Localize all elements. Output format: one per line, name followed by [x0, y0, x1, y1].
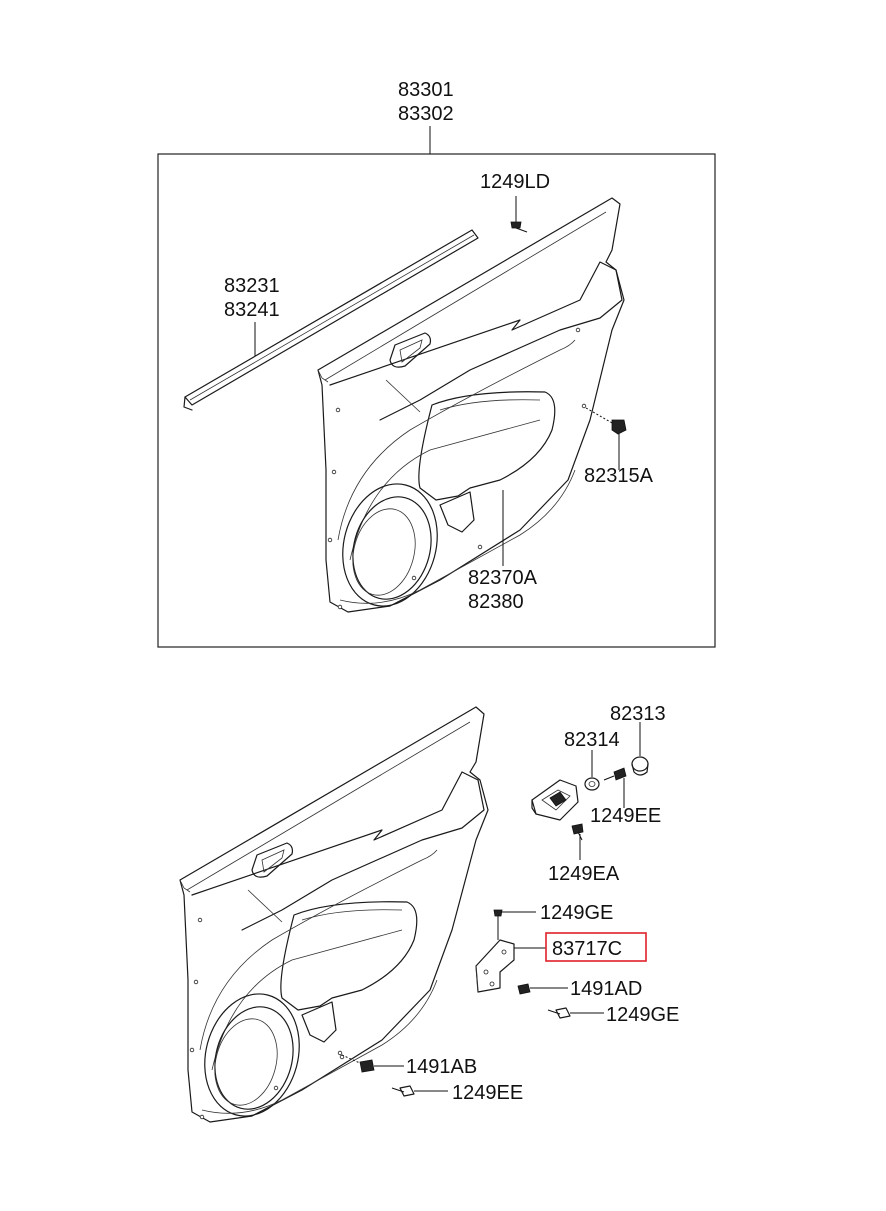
grip-bracket-icon[interactable] — [531, 779, 579, 821]
label-83717C[interactable]: 83717C — [552, 938, 622, 960]
label-83301[interactable]: 83301 — [398, 79, 454, 101]
screw-1249EA-icon[interactable] — [571, 823, 584, 841]
assembly-frame — [157, 153, 716, 648]
screw-1249LD-icon[interactable] — [510, 221, 528, 233]
screw-1249GE-bottom-icon[interactable] — [547, 1007, 571, 1019]
label-82315A[interactable]: 82315A — [584, 465, 654, 487]
label-1249GE-top[interactable]: 1249GE — [540, 902, 613, 924]
bolt-1249EE-handle-icon[interactable] — [603, 767, 627, 781]
fastener-82315A-icon[interactable] — [581, 403, 627, 435]
bracket-83717C-icon[interactable] — [475, 939, 515, 993]
nut-1491AD-icon[interactable] — [517, 983, 531, 995]
label-1249GE-bottom[interactable]: 1249GE — [606, 1004, 679, 1026]
label-82314[interactable]: 82314 — [564, 729, 620, 751]
screw-1249GE-top-icon[interactable] — [493, 909, 503, 940]
highlight-box-83717C — [545, 932, 647, 962]
label-1249EE-handle[interactable]: 1249EE — [590, 805, 661, 827]
label-1249LD[interactable]: 1249LD — [480, 171, 550, 193]
cap-82313-icon[interactable] — [631, 756, 649, 776]
top-assembly-group: 83301 83302 83231 83241 1249LD — [157, 79, 716, 648]
label-1491AB[interactable]: 1491AB — [406, 1056, 477, 1078]
door-trim-panel-bottom[interactable] — [179, 706, 489, 1127]
label-83302[interactable]: 83302 — [398, 103, 454, 125]
garnish-strip[interactable] — [183, 229, 479, 411]
nut-1491AB-icon[interactable] — [337, 1050, 375, 1073]
label-83241[interactable]: 83241 — [224, 299, 280, 321]
label-83231[interactable]: 83231 — [224, 275, 280, 297]
nut-82314-icon[interactable] — [584, 777, 600, 791]
label-1491AD[interactable]: 1491AD — [570, 978, 642, 1000]
label-82380[interactable]: 82380 — [468, 591, 524, 613]
label-82313[interactable]: 82313 — [610, 703, 666, 725]
label-1249EA[interactable]: 1249EA — [548, 863, 620, 885]
bottom-assembly-group: 82314 82313 1249EE 1249EA 1249GE — [179, 703, 679, 1127]
label-1249EE-bottom[interactable]: 1249EE — [452, 1082, 523, 1104]
bolt-1249EE-bottom-icon[interactable] — [391, 1085, 415, 1097]
label-82370A[interactable]: 82370A — [468, 567, 538, 589]
door-trim-panel-top[interactable] — [317, 197, 625, 617]
